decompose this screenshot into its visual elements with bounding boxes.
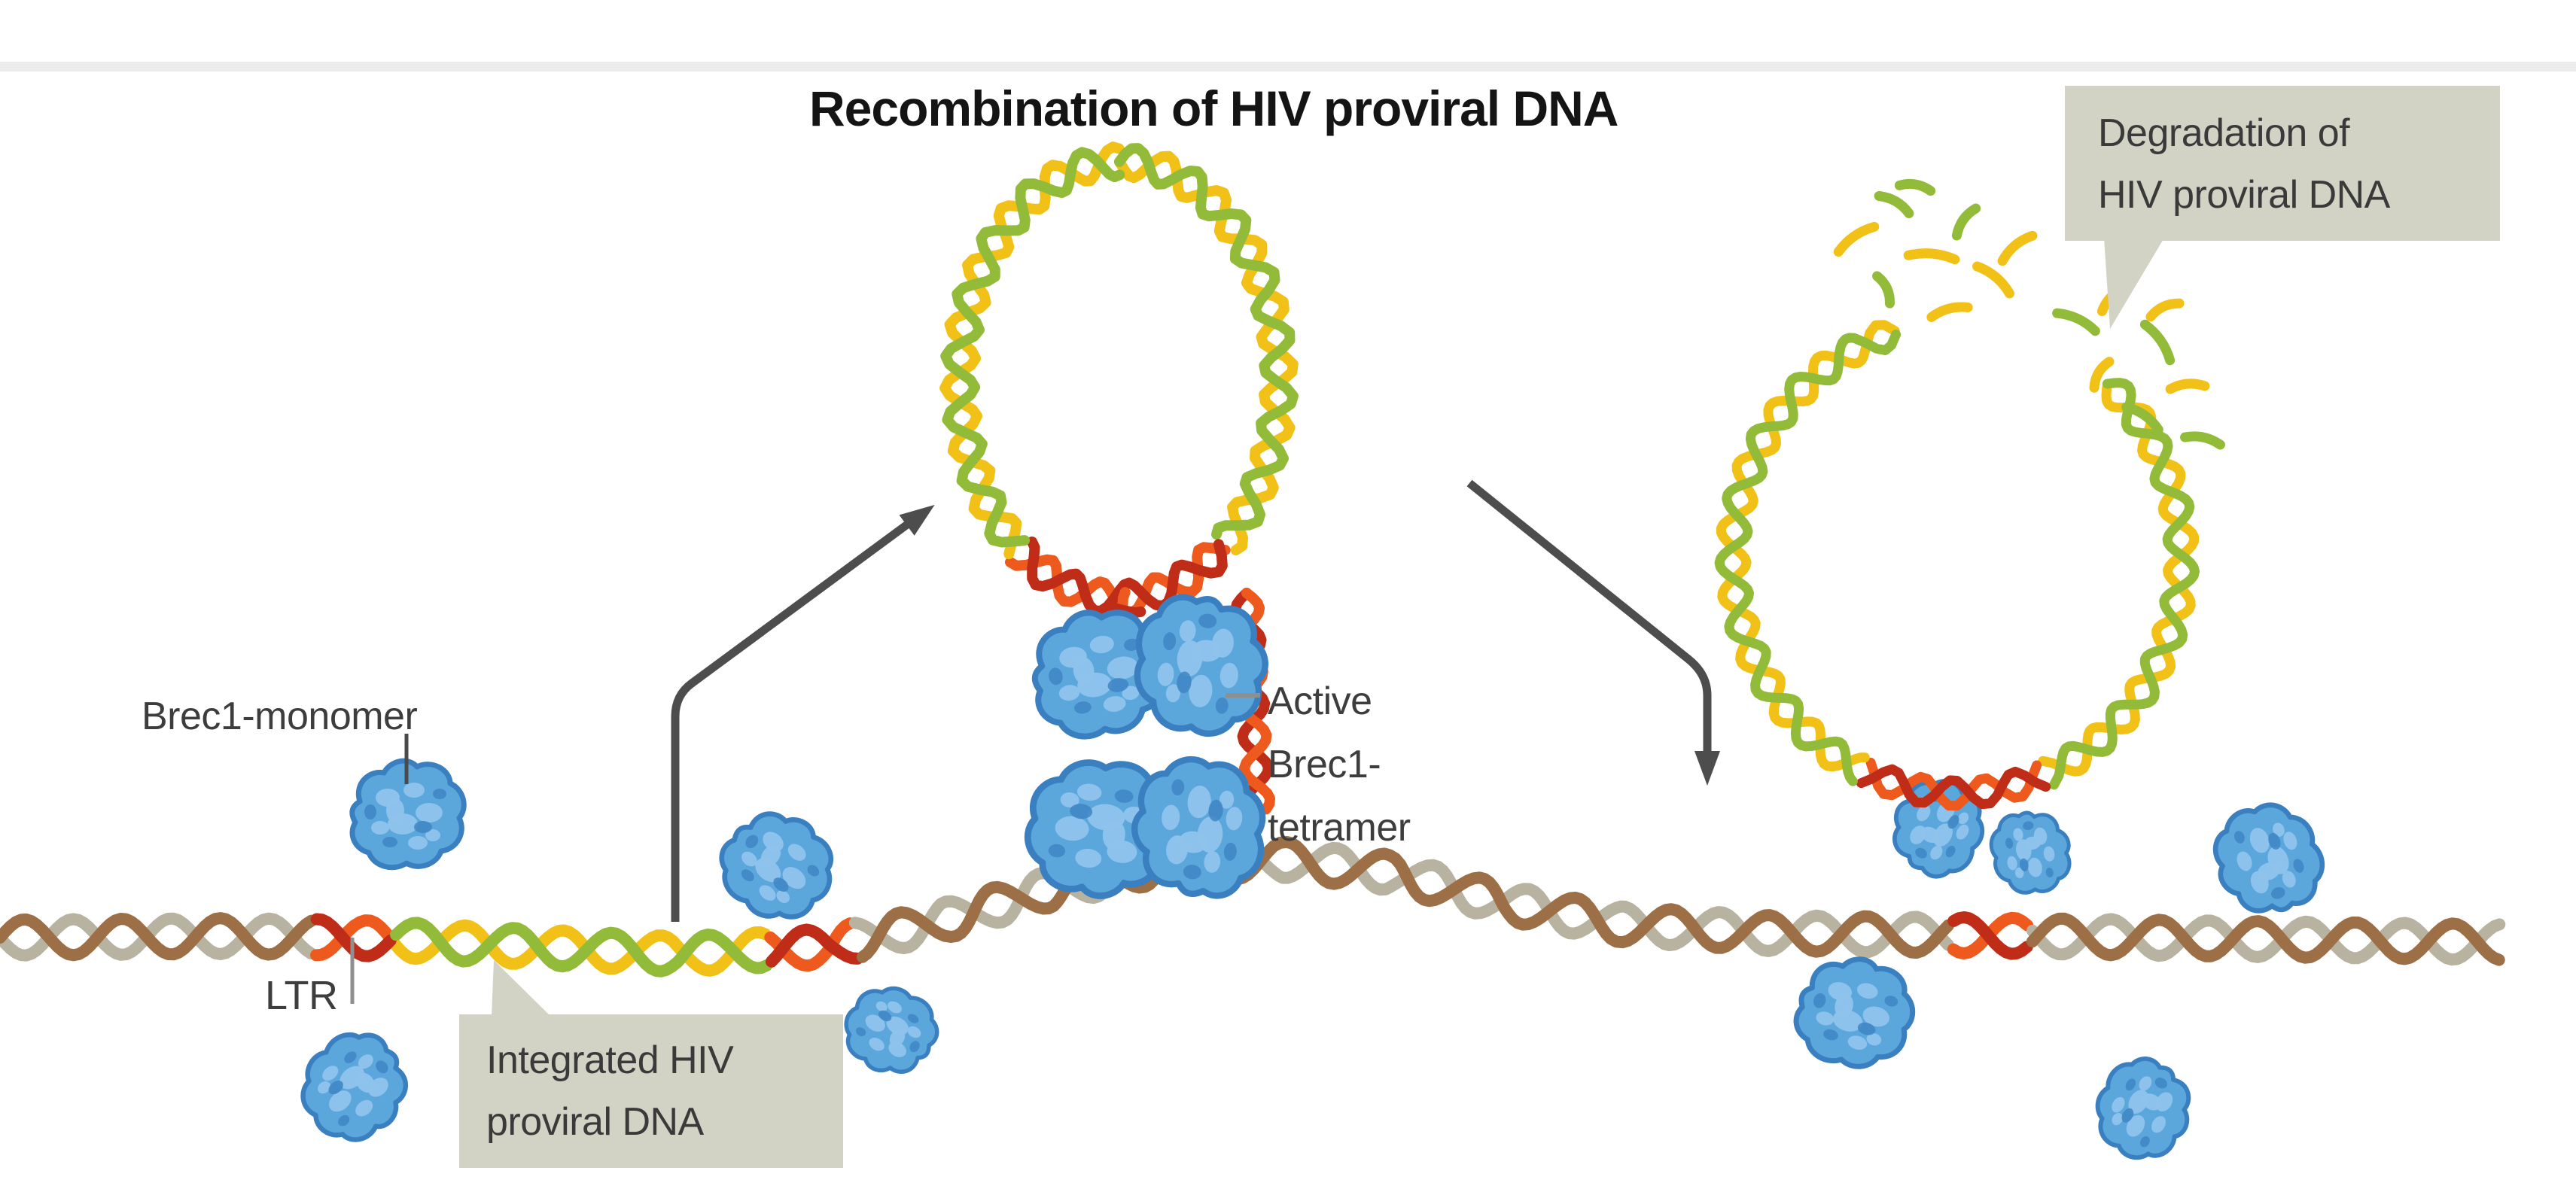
- brec1-monomer-blob: [283, 1017, 425, 1159]
- brec1-monomer-blob: [832, 973, 949, 1089]
- page-top-divider: [0, 62, 2576, 71]
- recombined-hiv-dna-circle: [939, 141, 1299, 619]
- brec1-monomer-blob: [2202, 792, 2334, 926]
- degradation-callout-line2: HIV proviral DNA: [2098, 173, 2390, 217]
- excision-arrow: [671, 504, 935, 922]
- brec1-monomer-blob: [705, 793, 851, 939]
- active-tetramer-label: Active Brec1- tetramer: [1268, 670, 1411, 859]
- brec1-monomer-blob: [2081, 1046, 2206, 1173]
- integrated-hiv-callout: Integrated HIV proviral DNA: [459, 1014, 843, 1168]
- tetramer-subunit: [1131, 594, 1271, 738]
- active-tetramer-label-line3: tetramer: [1268, 806, 1411, 850]
- brec1-tetramer: [1023, 594, 1271, 901]
- host-dna-strand: [0, 836, 2506, 977]
- brec1-monomer-blob: [1987, 807, 2076, 899]
- degraded-hiv-dna-circle: [1714, 320, 2200, 811]
- ltr-label: LTR: [265, 973, 338, 1018]
- degradation-callout: Degradation of HIV proviral DNA: [2065, 86, 2500, 241]
- page-title: Recombination of HIV proviral DNA: [809, 81, 1618, 136]
- degradation-arrow: [1466, 479, 1720, 786]
- integrated-hiv-callout-line1: Integrated HIV: [486, 1038, 734, 1082]
- dna-fragments: [1833, 178, 2225, 450]
- leader-lines: [350, 693, 1260, 1004]
- integrated-hiv-callout-tail: [492, 960, 550, 1016]
- brec1-monomer-blob: [1788, 947, 1923, 1078]
- degradation-callout-line1: Degradation of: [2098, 111, 2350, 155]
- callout-tails: [492, 238, 2164, 1016]
- integrated-hiv-callout-line2: proviral DNA: [486, 1100, 704, 1144]
- active-tetramer-label-line2: Brec1-: [1268, 743, 1381, 786]
- degradation-callout-tail: [2104, 238, 2164, 329]
- brec1-monomer-label: Brec1-monomer: [142, 695, 418, 738]
- active-tetramer-label-line1: Active: [1268, 680, 1372, 723]
